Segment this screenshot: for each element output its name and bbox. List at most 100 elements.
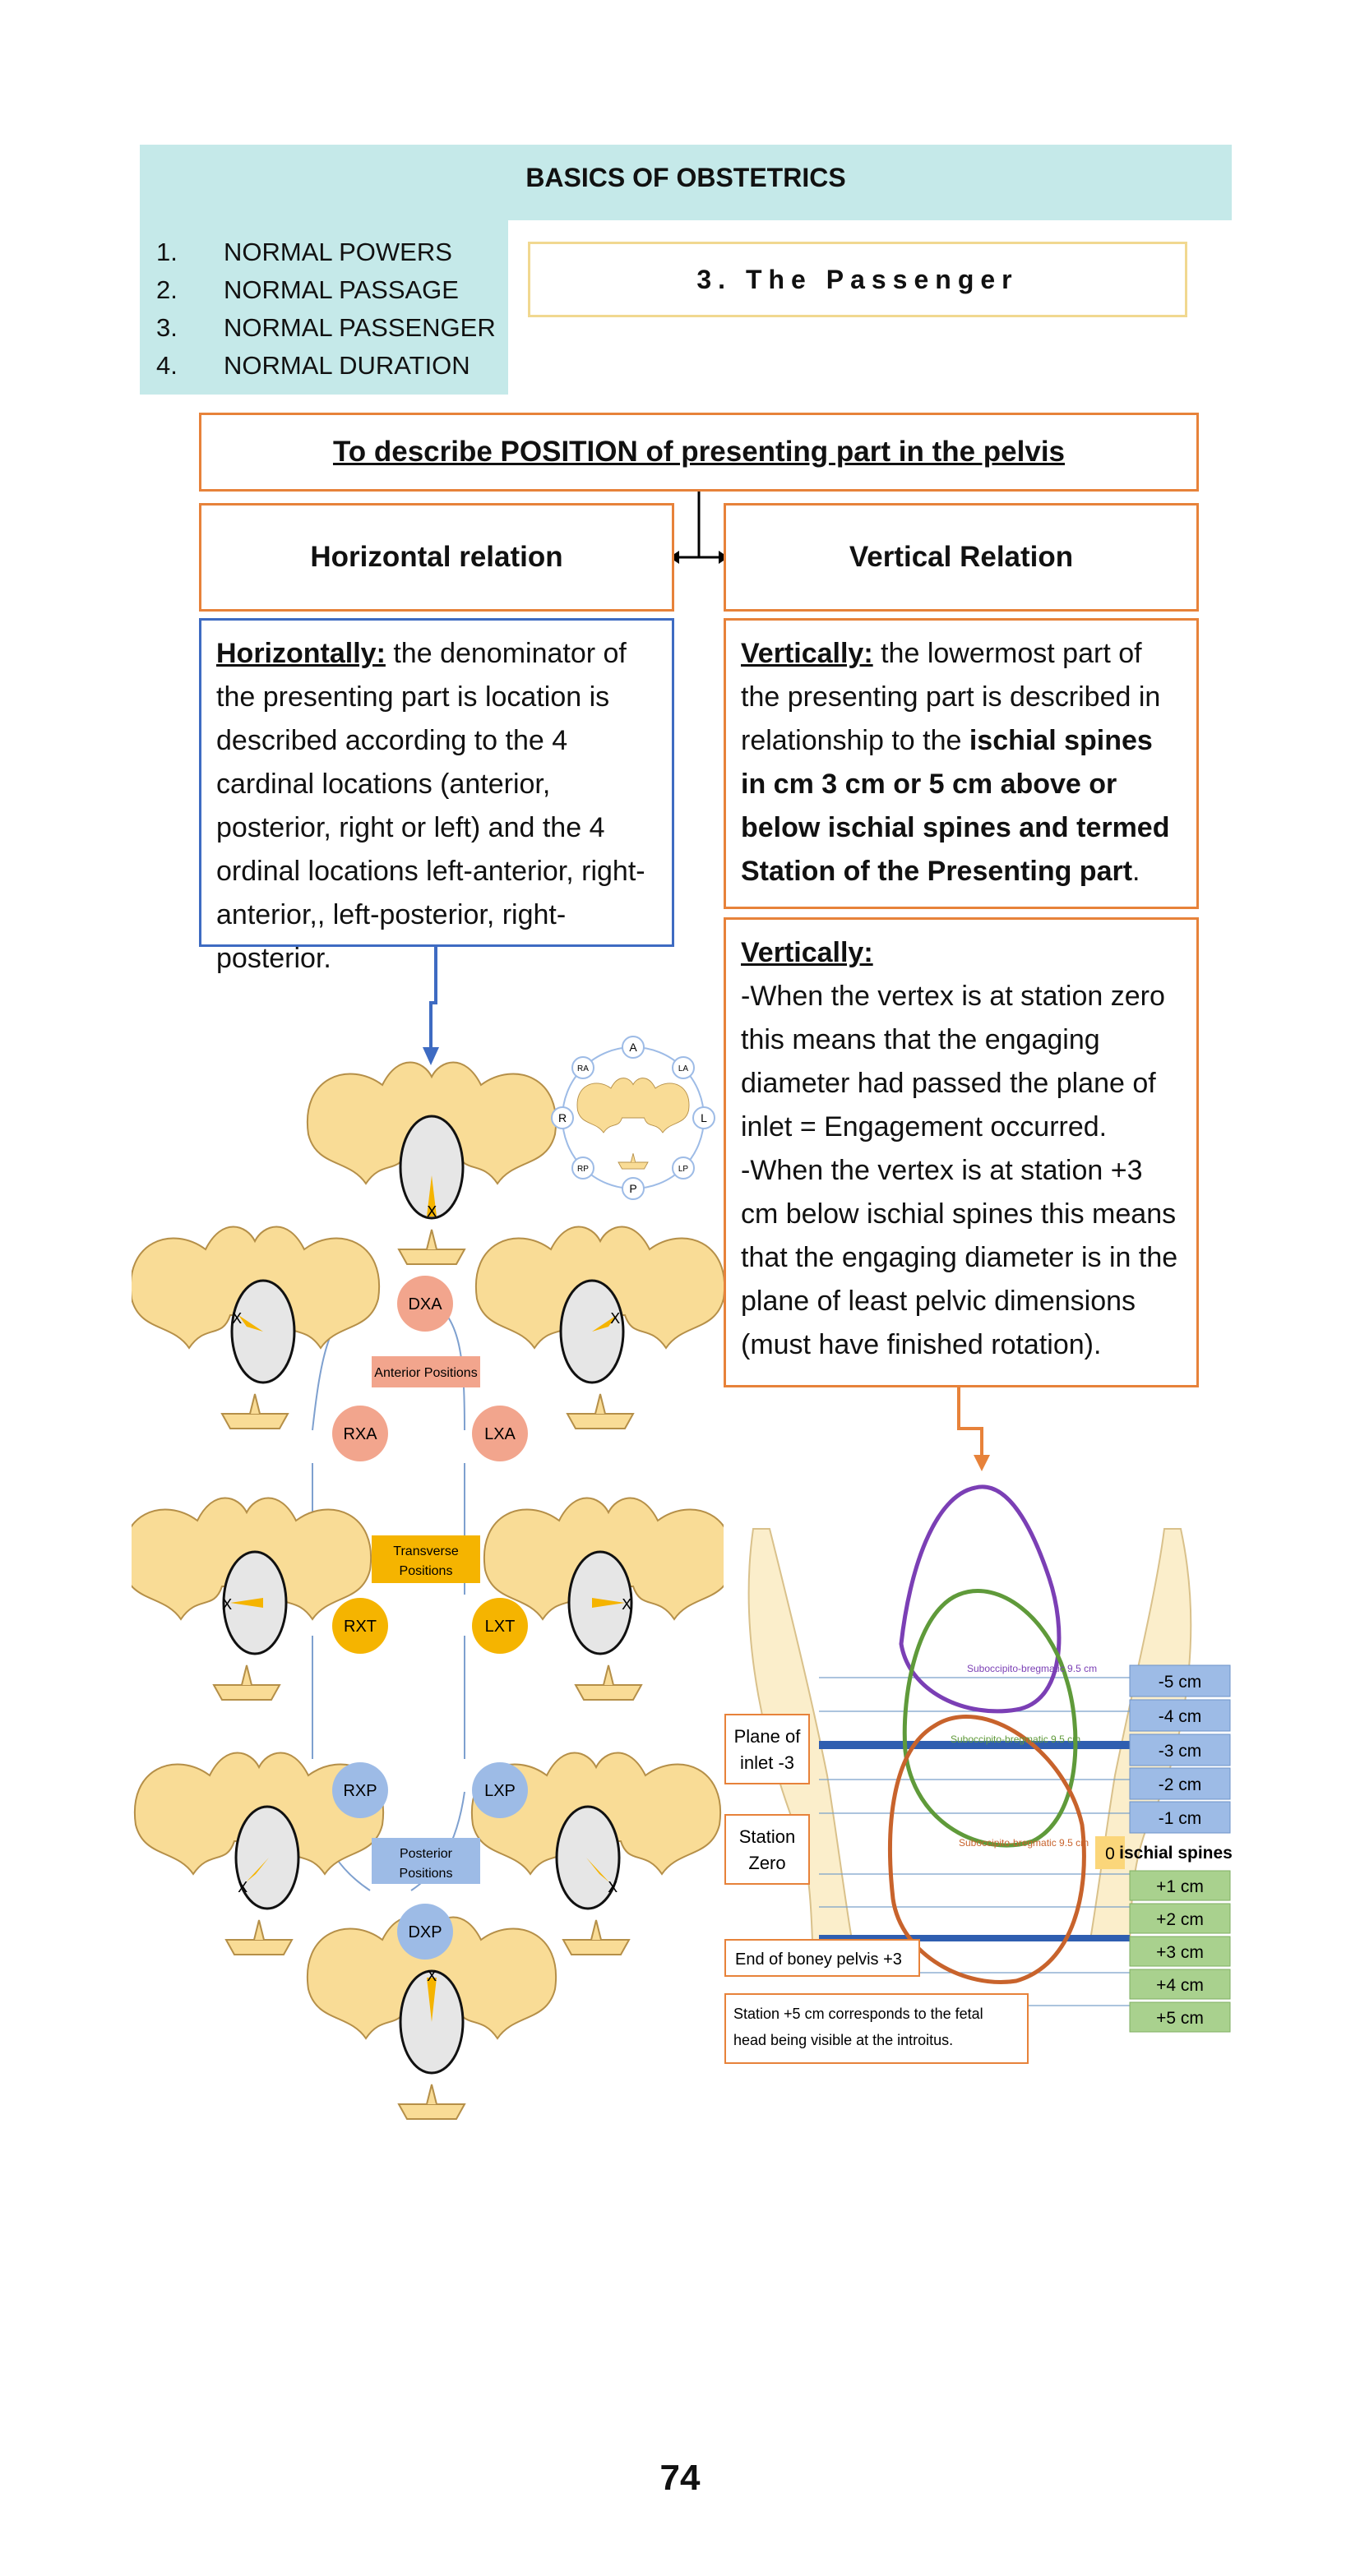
position-title-box: To describe POSITION of presenting part … [199,413,1199,492]
posterior-label [372,1838,480,1884]
svg-text:Station: Station [739,1826,796,1847]
pelvis-rxp: X [133,1752,385,1955]
svg-text:X: X [610,1310,620,1327]
svg-text:-1 cm: -1 cm [1159,1809,1202,1828]
svg-text:+5 cm: +5 cm [1156,2009,1204,2028]
station-minus4 [1129,1699,1231,1732]
menu-item-number: 1. [156,238,178,266]
svg-text:X: X [222,1596,232,1613]
header-band [140,145,1232,220]
transverse-label [372,1535,480,1583]
svg-text:Anterior Positions: Anterior Positions [374,1366,477,1380]
svg-text:X: X [238,1879,247,1896]
menu-item[interactable]: 3.NORMAL PASSENGER [140,309,508,347]
menu-item-label: NORMAL DURATION [224,351,470,380]
svg-text:-2 cm: -2 cm [1159,1775,1202,1794]
head-outline-green [902,1589,1078,1848]
node-rxp [332,1762,388,1818]
svg-text:head being visible at the intr: head being visible at the introitus. [733,2032,953,2048]
menu-item-number: 4. [156,351,178,380]
pelvis-rxt: X [132,1497,372,1701]
svg-text:DXA: DXA [408,1295,442,1313]
pelvis-lxp: X [470,1752,722,1955]
station-plus3 [1129,1936,1231,1967]
vertical-description: Vertically: the lowermost part of the pr… [724,618,1199,909]
svg-text:+3 cm: +3 cm [1156,1943,1204,1962]
visible-callout [724,1993,1029,2064]
head-outline-orange [888,1715,1086,1984]
node-lxp [472,1762,528,1818]
blue-arrow [423,947,439,1065]
bony-callout [724,1939,920,1977]
svg-text:LP: LP [678,1165,689,1174]
svg-text:Positions: Positions [400,1867,453,1881]
menu-item-number: 3. [156,313,178,342]
svg-text:RA: RA [577,1064,589,1073]
station-minus5 [1129,1664,1231,1697]
head-outline-purple [899,1484,1062,1714]
menu-item-label: NORMAL PASSAGE [224,275,459,304]
inlet-callout [724,1714,810,1784]
svg-text:RXP: RXP [343,1782,377,1800]
pelvis-lxt: X [483,1497,724,1701]
svg-text:Plane of: Plane of [734,1726,802,1747]
station-minus1 [1129,1801,1231,1834]
svg-text:R: R [558,1111,567,1124]
node-rxt [332,1598,388,1654]
node-rxa [332,1406,388,1461]
menu-item-number: 2. [156,275,178,304]
svg-text:LXA: LXA [484,1425,516,1443]
svg-text:+1 cm: +1 cm [1156,1877,1204,1896]
menu-item-label: NORMAL POWERS [224,238,452,266]
menu-item[interactable]: 4. NORMAL DURATION [140,347,508,385]
topic-menu: 1.NORMAL POWERS 2.NORMAL PASSAGE 3.NORMA… [140,220,508,395]
vertical-lead: Vertically: [741,638,873,669]
svg-text:-5 cm: -5 cm [1159,1673,1202,1692]
orange-arrow [957,1387,990,1471]
svg-text:X: X [427,1968,437,1985]
svg-text:L: L [701,1111,707,1124]
vertical-bold: ischial spines in cm 3 cm or 5 cm above … [741,725,1170,887]
node-lxa [472,1406,528,1461]
pelvis-rxa: X [132,1226,381,1429]
svg-text:-3 cm: -3 cm [1159,1742,1202,1761]
page-number: 74 [659,2458,701,2498]
svg-text:End of boney pelvis +3: End of boney pelvis +3 [735,1950,902,1969]
svg-text:inlet -3: inlet -3 [740,1752,794,1773]
menu-item[interactable]: 2. NORMAL PASSAGE [140,271,508,309]
station-minus3 [1129,1733,1231,1766]
vertical-notes-lead: Vertically: [741,937,873,968]
pelvis-dxp: X [306,1916,557,2120]
svg-text:ischial spines: ischial spines [1119,1844,1233,1863]
station-plus1 [1129,1870,1231,1901]
station-plus3-note: -When the vertex is at station +3 cm bel… [741,1155,1178,1360]
svg-text:DXP: DXP [408,1923,442,1941]
svg-text:Posterior: Posterior [400,1847,453,1861]
station-zero-note: -When the vertex is at station zero this… [741,981,1165,1143]
svg-text:A: A [629,1041,637,1054]
svg-text:Suboccipito-bregmatic 9.5 cm: Suboccipito-bregmatic 9.5 cm [967,1663,1097,1674]
horizontal-lead: Horizontally: [216,638,386,669]
zero-callout [724,1814,810,1885]
svg-text:-4 cm: -4 cm [1159,1707,1202,1726]
svg-text:P: P [629,1182,636,1195]
svg-text:Station +5 cm corresponds to t: Station +5 cm corresponds to the fetal [733,2006,983,2022]
node-dxa [397,1276,453,1332]
node-lxt [472,1598,528,1654]
svg-text:Transverse: Transverse [393,1544,459,1558]
menu-item[interactable]: 1. NORMAL POWERS [140,233,508,271]
station-plus5 [1129,2001,1231,2033]
svg-text:X: X [622,1596,631,1613]
section-title: 3. The Passenger [528,242,1187,317]
svg-text:Positions: Positions [400,1564,453,1578]
svg-text:Suboccipito-bregmatic 9.5 cm: Suboccipito-bregmatic 9.5 cm [959,1837,1089,1849]
vertical-relation-header: Vertical Relation [724,503,1199,612]
svg-text:Suboccipito-bregmatic 9.5 cm: Suboccipito-bregmatic 9.5 cm [951,1733,1080,1745]
page-title: BASICS OF OBSTETRICS [525,163,846,192]
node-dxp [397,1904,453,1960]
anterior-label [372,1356,480,1387]
vertical-text-end: . [1132,856,1140,887]
position-title: To describe POSITION of presenting part … [332,436,1066,468]
svg-text:LA: LA [678,1064,689,1073]
